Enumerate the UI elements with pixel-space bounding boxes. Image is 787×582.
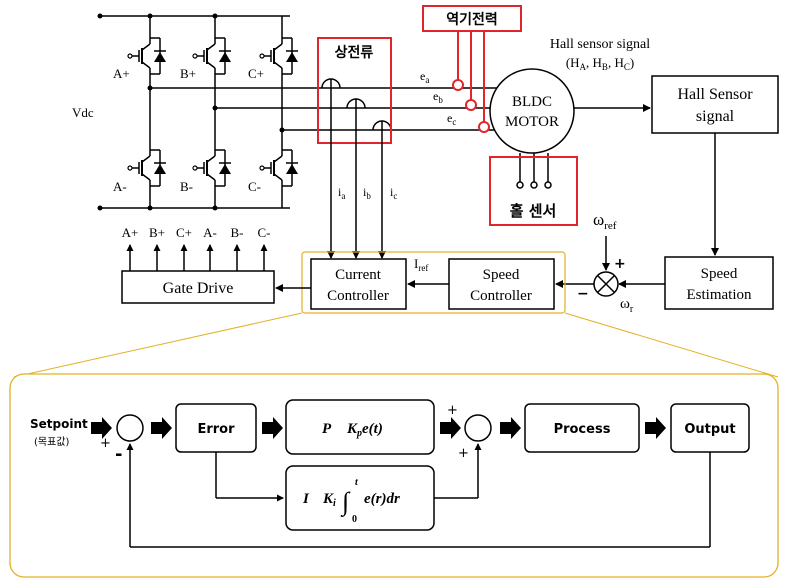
speed-ctrl-line1: Speed bbox=[483, 267, 520, 283]
hall-sensor-group: 홀 센서 bbox=[489, 156, 578, 226]
zoom-line-right bbox=[564, 312, 779, 378]
block-arrow-icon bbox=[500, 417, 521, 439]
controller-group-outline bbox=[301, 251, 566, 314]
phase-current-highlight bbox=[317, 37, 392, 144]
current-ctrl-line1: Current bbox=[335, 267, 382, 283]
gate-out-b-minus: B- bbox=[231, 225, 244, 240]
p-formula: Kpe(t) bbox=[346, 421, 383, 439]
hall-box-line2: signal bbox=[696, 108, 735, 125]
hall-sensor-label: 홀 센서 bbox=[510, 202, 557, 220]
gate-drive-block: Gate Drive A+ B+ C+ A- B- C- bbox=[121, 225, 275, 304]
current-controller-block: Current Controller bbox=[310, 258, 407, 310]
gate-drive-label: Gate Drive bbox=[163, 280, 234, 297]
sum1-plus: + bbox=[100, 436, 111, 451]
current-ctrl-line2: Controller bbox=[327, 288, 389, 304]
i-integrand: e(r)dr bbox=[364, 491, 400, 507]
integral-icon: ∫ bbox=[340, 487, 351, 517]
hall-signal-subscript: (HA, HB, HC) bbox=[566, 55, 634, 72]
i-upper-limit: t bbox=[355, 477, 359, 488]
omega-ref-label: ωref bbox=[593, 210, 617, 232]
omega-r-label: ωr bbox=[620, 296, 634, 315]
ic-label: ic bbox=[390, 185, 397, 201]
motor-label-line1: BLDC bbox=[512, 94, 552, 110]
speed-summing-junction bbox=[593, 271, 619, 297]
plus-sign: + bbox=[614, 256, 626, 272]
back-emf-group: 역기전력 bbox=[422, 5, 522, 133]
switch-label-c-plus: C+ bbox=[248, 66, 264, 81]
setpoint-kr-label: (목표값) bbox=[34, 436, 70, 448]
speed-est-line2: Estimation bbox=[687, 287, 752, 303]
zoom-line-left bbox=[13, 312, 303, 378]
error-label: Error bbox=[197, 422, 235, 437]
hall-box-line1: Hall Sensor bbox=[677, 86, 753, 103]
gate-out-c-minus: C- bbox=[258, 225, 271, 240]
setpoint-label: Setpoint bbox=[30, 417, 88, 431]
speed-est-line1: Speed bbox=[701, 266, 738, 282]
output-label: Output bbox=[684, 422, 735, 437]
switch-label-b-plus: B+ bbox=[180, 66, 196, 81]
switch-label-a-minus: A- bbox=[113, 179, 127, 194]
ia-label: ia bbox=[338, 185, 345, 201]
switch-label-c-minus: C- bbox=[248, 179, 261, 194]
sum1-minus: - bbox=[115, 444, 122, 465]
block-arrow-icon bbox=[440, 417, 461, 439]
i-label: I bbox=[302, 491, 310, 507]
block-arrow-icon bbox=[151, 417, 172, 439]
gate-out-b-plus: B+ bbox=[149, 225, 165, 240]
switch-label-a-plus: A+ bbox=[113, 66, 130, 81]
speed-ctrl-line2: Controller bbox=[470, 288, 532, 304]
ea-label: ea bbox=[420, 69, 429, 85]
motor-icon bbox=[489, 68, 575, 154]
motor-label-line2: MOTOR bbox=[505, 114, 559, 130]
phase-leg-b bbox=[192, 16, 232, 208]
speed-estimation-block: Speed Estimation bbox=[664, 256, 774, 310]
i-lower-limit: 0 bbox=[352, 514, 357, 525]
vdc-label: Vdc bbox=[72, 105, 94, 120]
rail-terminal bbox=[97, 205, 103, 211]
pid-diagram: Setpoint (목표값) + - Error P Kpe(t) + + Pr… bbox=[30, 399, 750, 548]
i-formula: Ki bbox=[322, 491, 336, 509]
block-arrow-icon bbox=[91, 417, 112, 439]
phase-lines: ea eb ec bbox=[150, 69, 507, 131]
block-arrow-icon bbox=[262, 417, 283, 439]
ec-label: ec bbox=[447, 111, 456, 127]
phase-leg-a bbox=[127, 16, 167, 208]
rail-terminal bbox=[97, 13, 103, 19]
gate-out-c-plus: C+ bbox=[176, 225, 192, 240]
back-emf-label: 역기전력 bbox=[446, 11, 498, 28]
gate-out-a-plus: A+ bbox=[122, 225, 139, 240]
ib-label: ib bbox=[363, 185, 371, 201]
bldc-motor: BLDC MOTOR bbox=[489, 68, 575, 189]
gate-out-a-minus: A- bbox=[203, 225, 217, 240]
phase-leg-c bbox=[259, 16, 299, 208]
speed-controller-block: Speed Controller bbox=[448, 258, 555, 310]
process-block bbox=[524, 403, 640, 453]
inverter: Vdc A+ B+ C+ A- B- C- bbox=[72, 13, 299, 211]
minus-sign: − bbox=[577, 286, 589, 302]
sum2-plus-bottom: + bbox=[458, 446, 469, 461]
phase-current-group: 상전류 ia ib ic bbox=[317, 37, 397, 259]
phase-current-label: 상전류 bbox=[335, 44, 374, 61]
sum2-plus-top: + bbox=[447, 403, 458, 418]
hall-signal-label: Hall sensor signal bbox=[550, 37, 650, 52]
switch-label-b-minus: B- bbox=[180, 179, 193, 194]
p-block bbox=[285, 399, 435, 455]
hall-sensor-highlight bbox=[489, 156, 578, 226]
block-arrow-icon bbox=[645, 417, 666, 439]
hall-sensor-signal-block: Hall Sensor signal bbox=[651, 75, 779, 134]
p-label: P bbox=[322, 421, 332, 437]
eb-label: eb bbox=[433, 89, 443, 105]
process-label: Process bbox=[554, 422, 611, 437]
pid-summing-junction-1 bbox=[116, 414, 144, 442]
iref-label: Iref bbox=[414, 256, 428, 273]
pid-summing-junction-2 bbox=[464, 414, 492, 442]
